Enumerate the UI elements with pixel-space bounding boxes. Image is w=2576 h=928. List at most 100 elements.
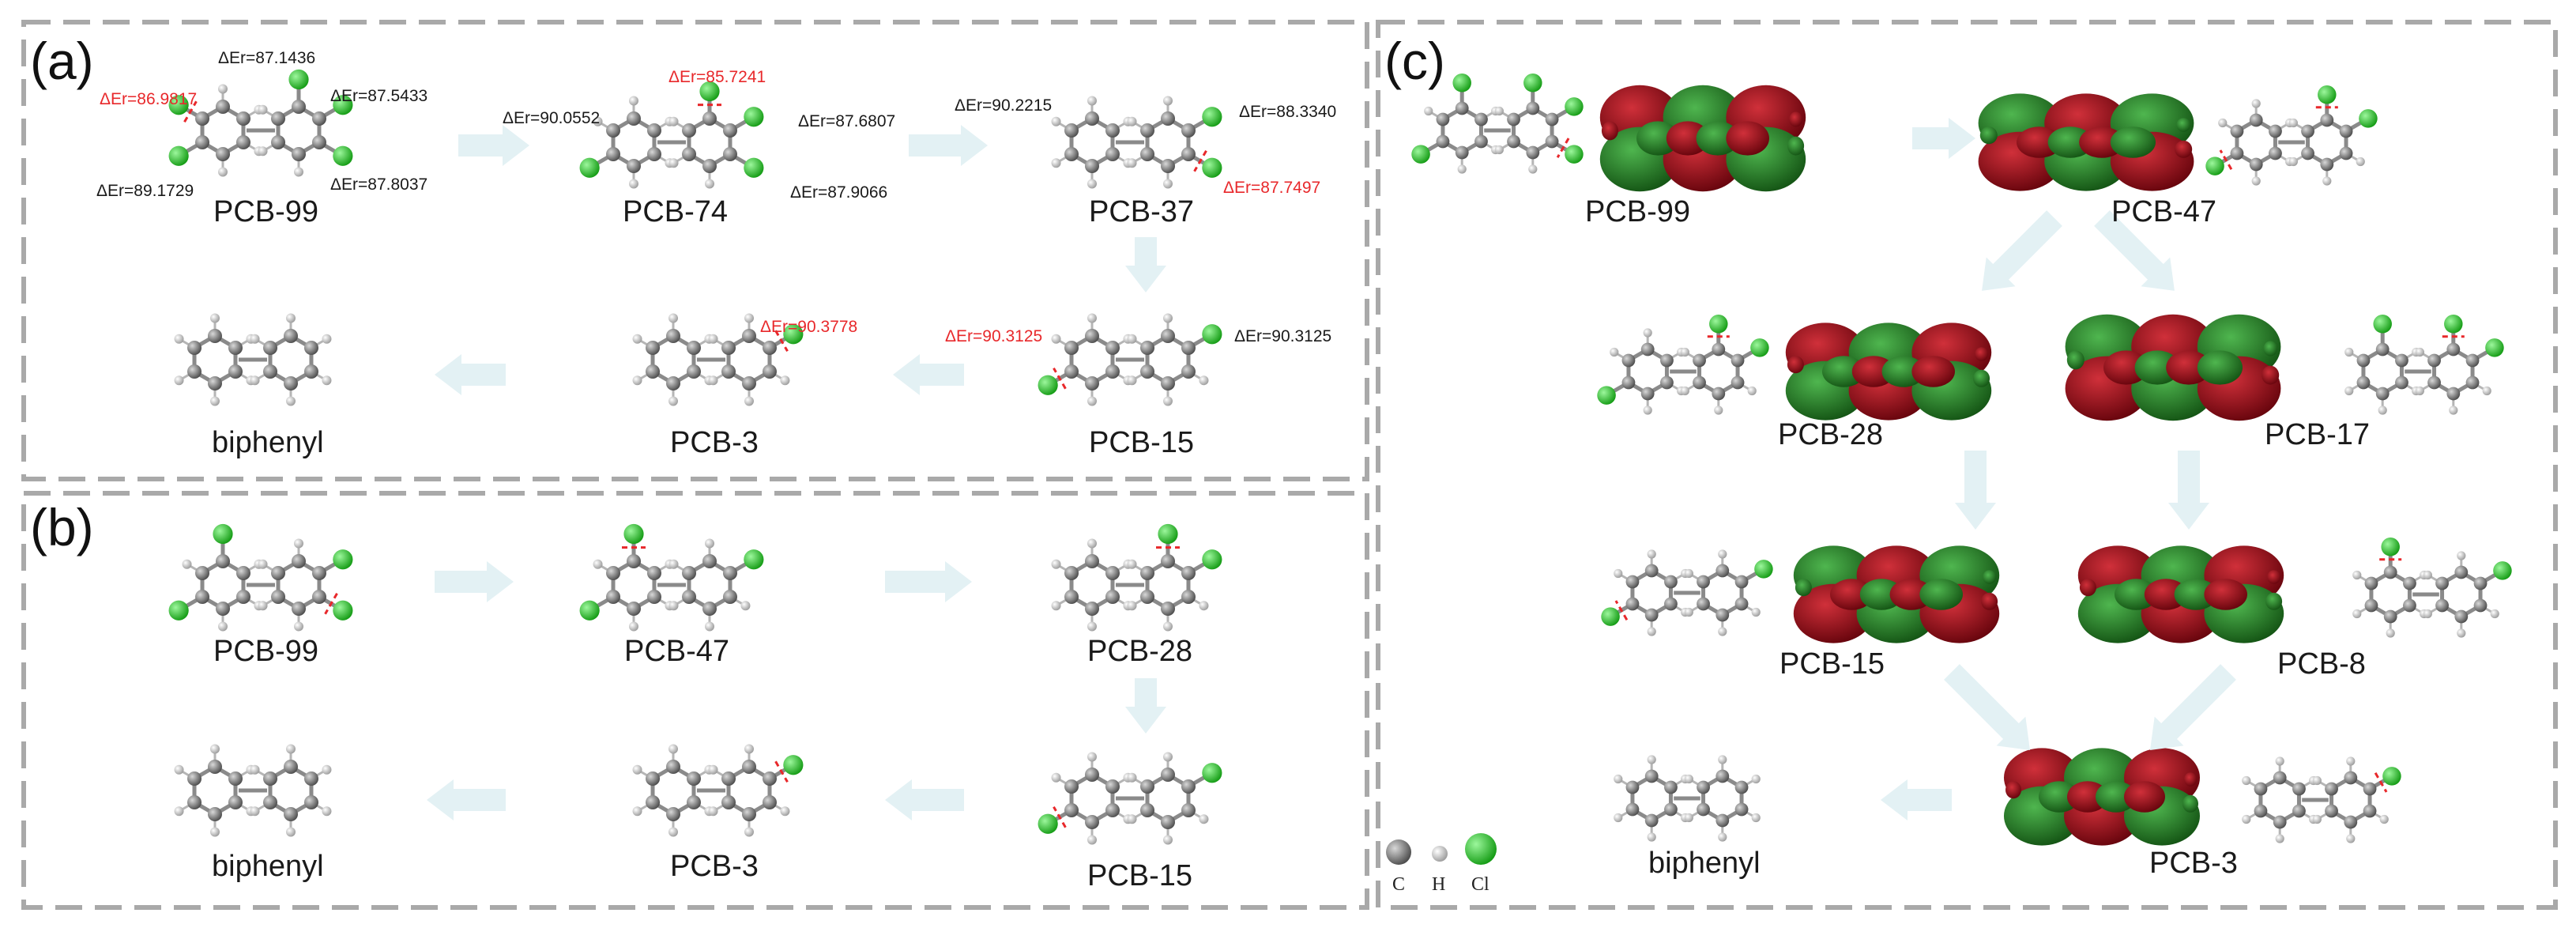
carbon-atom: [187, 771, 202, 786]
panel-b-label: (b): [30, 498, 94, 556]
hydrogen-atom: [1647, 755, 1656, 764]
carbon-atom: [271, 566, 286, 580]
carbon-atom: [311, 566, 326, 580]
carbon-atom: [2454, 609, 2469, 624]
arrow-shape: [435, 354, 506, 395]
carbon-atom: [2383, 609, 2397, 624]
hydrogen-atom: [1614, 813, 1623, 823]
carbon-atom: [1526, 145, 1540, 160]
hydrogen-atom: [2457, 628, 2466, 638]
carbon-atom: [2320, 157, 2334, 172]
carbon-atom: [2473, 576, 2487, 590]
carbon-atom: [742, 760, 756, 774]
molecule-model: [579, 81, 764, 189]
orbital-isosurface: [2004, 748, 2200, 846]
hydrogen-atom: [705, 179, 714, 189]
hydrogen-atom: [632, 375, 642, 386]
reaction-arrow: [458, 125, 529, 166]
carbon-atom: [1140, 779, 1155, 794]
carbon-atom: [1161, 768, 1175, 782]
panel-a-frame: [21, 20, 1369, 481]
carbon-atom: [1660, 353, 1674, 368]
carbon-atom: [1455, 101, 1469, 115]
hydrogen-atom: [2344, 347, 2354, 357]
carbon-atom: [666, 329, 680, 343]
carbon-atom: [311, 111, 326, 126]
arrow-shape: [885, 779, 964, 820]
hydrogen-atom: [668, 744, 678, 754]
carbon-atom: [1140, 566, 1155, 580]
chlorine-atom: [1202, 107, 1222, 127]
chlorine-atom: [744, 549, 764, 570]
hydrogen-atom: [744, 744, 754, 754]
energy-label: ΔEr=88.3340: [1239, 103, 1336, 121]
energy-label: ΔEr=87.9066: [790, 183, 887, 202]
carbon-atom: [263, 795, 278, 809]
carbon-atom: [2446, 387, 2461, 401]
carbon-atom: [1693, 353, 1706, 368]
carbon-atom: [1064, 590, 1079, 604]
carbon-atom: [1140, 803, 1155, 817]
hydrogen-atom: [2275, 756, 2284, 766]
carbon-atom: [2269, 124, 2282, 138]
hydrogen-atom: [632, 806, 642, 817]
molecule-model: [632, 744, 804, 837]
carbon-atom: [762, 341, 777, 355]
molecule-name: PCB-3: [670, 850, 759, 883]
carbon-atom: [1105, 566, 1120, 580]
arrow-layer: [427, 118, 2236, 820]
cleavage-mark: [1556, 138, 1570, 158]
hydrogen-atom: [1051, 158, 1061, 168]
orbital-lobe: [1696, 121, 1740, 156]
arrow-shape: [1955, 451, 1996, 530]
reaction-arrow: [893, 354, 964, 395]
orbital-lobe: [2166, 350, 2212, 385]
orbital-lobe: [1795, 579, 1812, 597]
carbon-atom: [646, 771, 661, 786]
hydrogen-atom: [668, 396, 678, 406]
carbon-atom: [1436, 134, 1450, 149]
hydrogen-atom: [668, 313, 678, 323]
orbital-layer: [1599, 85, 2284, 846]
arrow-shape: [2168, 451, 2209, 530]
orbital-lobe: [2103, 350, 2149, 385]
hydrogen-atom: [668, 601, 679, 611]
reaction-arrow: [435, 354, 506, 395]
orbital-lobe: [2174, 579, 2218, 610]
carbon-atom: [2356, 375, 2371, 390]
chlorine-atom: [783, 324, 804, 345]
panel-b-frame: [21, 491, 1369, 910]
carbon-atom: [2292, 804, 2306, 818]
hydrogen-atom: [1163, 396, 1173, 406]
legend-label: C: [1392, 874, 1405, 895]
carbon-atom: [1734, 597, 1749, 611]
carbon-atom: [303, 771, 318, 786]
hydrogen-atom: [322, 806, 332, 817]
molecule-name: PCB-8: [2277, 647, 2366, 681]
carbon-atom: [2375, 387, 2390, 401]
carbon-atom: [1105, 590, 1120, 604]
carbon-atom: [606, 566, 621, 580]
carbon-atom: [1064, 364, 1079, 379]
hydrogen-atom: [593, 559, 603, 569]
carbon-atom: [2344, 815, 2358, 829]
hydrogen-atom: [1051, 601, 1061, 611]
orbital-lobe: [1889, 579, 1934, 610]
carbon-atom: [2356, 353, 2371, 368]
chlorine-atom: [1038, 813, 1058, 834]
hydrogen-atom: [1163, 835, 1173, 845]
orbital-lobe: [2175, 140, 2193, 158]
carbon-atom: [686, 795, 701, 809]
chlorine-atom: [1565, 97, 1584, 116]
hydrogen-atom: [1051, 559, 1061, 569]
energy-label-highlight: ΔEr=85.7241: [668, 68, 766, 86]
molecule-model: [1601, 549, 1773, 636]
carbon-atom: [263, 364, 278, 379]
carbon-atom: [2249, 113, 2263, 127]
chlorine-atom: [744, 157, 764, 178]
carbon-atom: [1181, 364, 1196, 379]
carbon-atom: [208, 376, 222, 390]
hydrogen-atom: [593, 116, 603, 126]
carbon-atom: [2301, 146, 2314, 160]
orbital-lobe: [2110, 126, 2156, 158]
